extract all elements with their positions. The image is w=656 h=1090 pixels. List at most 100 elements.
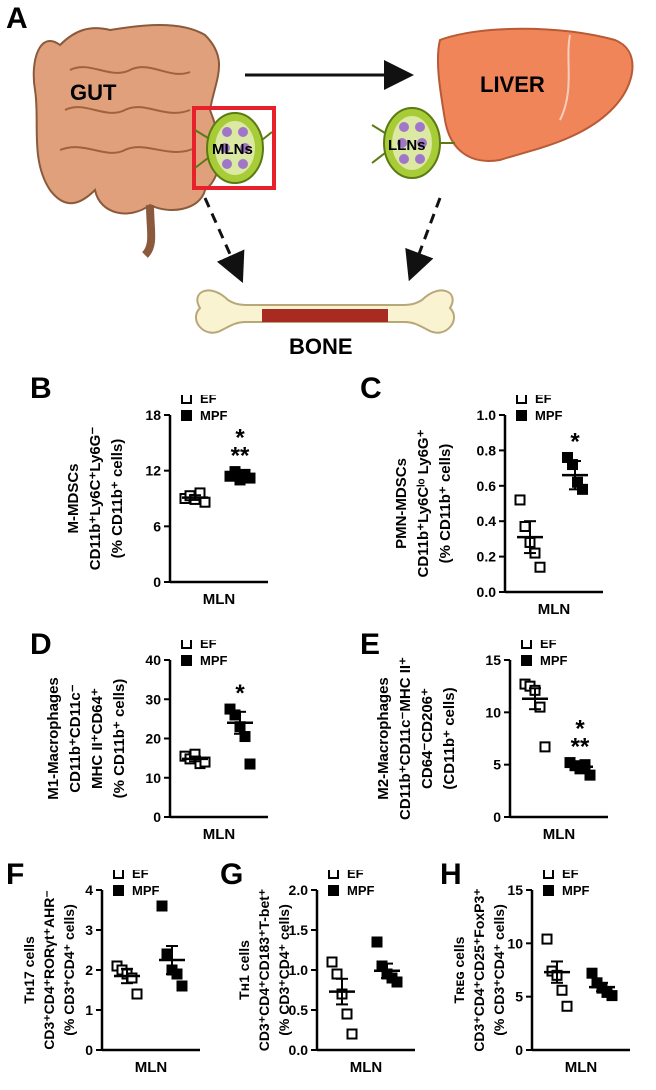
y-axis-label: CD11b⁺CD11c⁻MHC II⁺ xyxy=(397,657,414,820)
legend-label: EF xyxy=(200,640,217,651)
legend-marker xyxy=(516,410,527,421)
y-tick-label: 15 xyxy=(507,882,523,898)
y-tick-label: 30 xyxy=(145,691,161,707)
legend-label: EF xyxy=(132,870,149,881)
y-axis-label: Tʜ1 cells xyxy=(236,940,252,1000)
y-tick-label: 1 xyxy=(85,1002,93,1018)
legend-marker xyxy=(328,885,339,896)
y-tick-label: 10 xyxy=(507,935,523,951)
y-axis-label: (% CD3⁺CD4⁺ cells) xyxy=(491,904,507,1035)
data-point xyxy=(176,980,188,992)
data-point xyxy=(391,976,403,988)
panel-letter-b: B xyxy=(30,372,52,405)
y-tick-label: 4 xyxy=(85,882,93,898)
y-axis-label: (CD11b⁺ cells) xyxy=(441,687,458,789)
data-point xyxy=(541,933,553,945)
data-point xyxy=(539,741,551,753)
panel-letter-h: H xyxy=(440,858,462,891)
x-axis-label: MLN xyxy=(538,601,571,618)
data-point xyxy=(371,936,383,948)
y-tick-label: 5 xyxy=(515,989,523,1005)
y-axis-label: MHC II⁺CD64⁺ xyxy=(89,688,106,789)
mlns-label: MLNs xyxy=(212,141,253,158)
y-tick-label: 0 xyxy=(153,574,161,590)
y-axis-label: M1-Macrophages xyxy=(45,677,62,800)
y-axis-label: M2-Macrophages xyxy=(375,677,392,800)
x-axis-label: MLN xyxy=(135,1059,168,1076)
legend-label: EF xyxy=(200,395,217,406)
data-point xyxy=(156,900,168,912)
legend-marker xyxy=(328,870,339,879)
significance-stars-bottom: ** xyxy=(571,734,590,761)
y-tick-label: 0.0 xyxy=(289,1042,309,1058)
y-tick-label: 12 xyxy=(145,463,161,479)
legend-label: MPF xyxy=(562,883,590,898)
data-point xyxy=(331,968,343,980)
y-tick-label: 0 xyxy=(85,1042,93,1058)
data-point xyxy=(239,731,251,743)
data-point xyxy=(586,967,598,979)
legend-marker xyxy=(181,395,192,404)
y-tick-label: 40 xyxy=(145,652,161,668)
y-tick-label: 0.6 xyxy=(477,478,497,494)
data-point xyxy=(584,769,596,781)
significance-stars-top: * xyxy=(575,716,585,743)
y-tick-label: 0 xyxy=(153,809,161,825)
legend-label: MPF xyxy=(200,653,228,668)
legend-marker xyxy=(543,870,554,879)
y-axis-label: M-MDSCs xyxy=(65,464,82,534)
panel-letter-f: F xyxy=(6,858,25,891)
data-point xyxy=(341,1008,353,1020)
data-point xyxy=(606,990,618,1002)
y-axis-label: CD11b⁺Ly6C⁺Ly6G⁻ xyxy=(87,427,104,571)
legend-marker xyxy=(113,870,124,879)
y-tick-label: 10 xyxy=(485,704,501,720)
y-tick-label: 0.2 xyxy=(477,549,497,565)
panel-letter-d: D xyxy=(30,628,52,661)
x-axis-label: MLN xyxy=(543,826,576,843)
legend-label: MPF xyxy=(347,883,375,898)
y-axis-label: CD64⁻CD206⁺ xyxy=(419,688,436,789)
x-axis-label: MLN xyxy=(350,1059,383,1076)
x-axis-label: MLN xyxy=(203,826,236,843)
gut-label: GUT xyxy=(70,80,117,105)
y-axis-label: CD3⁺CD4⁺RORγt⁺AHR⁻ xyxy=(41,890,57,1049)
intestine-illustration xyxy=(32,24,221,258)
data-point xyxy=(244,758,256,770)
legend-marker xyxy=(181,640,192,649)
y-tick-label: 1.0 xyxy=(289,962,309,978)
bone-illustration xyxy=(194,289,456,334)
panel-letter-e: E xyxy=(360,628,381,661)
legend-label: EF xyxy=(540,640,557,651)
liver-illustration xyxy=(436,27,634,162)
legend-label: EF xyxy=(535,395,552,406)
lln-to-bone-arrow xyxy=(405,197,442,282)
y-tick-label: 0.4 xyxy=(477,513,497,529)
y-tick-label: 0.0 xyxy=(477,584,497,600)
data-point xyxy=(244,472,256,484)
data-point xyxy=(534,701,546,713)
y-tick-label: 2.0 xyxy=(289,882,309,898)
legend-label: MPF xyxy=(535,408,563,423)
y-tick-label: 0.8 xyxy=(477,442,497,458)
lln-node-illustration xyxy=(371,107,455,179)
significance-marker: *** xyxy=(231,425,250,470)
legend-marker xyxy=(521,655,532,666)
y-tick-label: 5 xyxy=(493,757,501,773)
y-tick-label: 1.5 xyxy=(289,922,309,938)
y-axis-label: CD11b⁺CD11c⁻ xyxy=(67,684,84,792)
data-point xyxy=(326,956,338,968)
y-axis-label: (% CD3⁺CD4⁺ cells) xyxy=(61,904,77,1035)
y-axis-label: CD3⁺CD4⁺CD25⁺FoxP3⁺ xyxy=(471,888,487,1051)
legend-marker xyxy=(543,885,554,896)
legend-marker xyxy=(516,395,527,404)
y-tick-label: 0 xyxy=(515,1042,523,1058)
legend-label: MPF xyxy=(132,883,160,898)
significance-stars-bottom: ** xyxy=(231,443,250,470)
mln-highlight-box xyxy=(192,106,276,190)
